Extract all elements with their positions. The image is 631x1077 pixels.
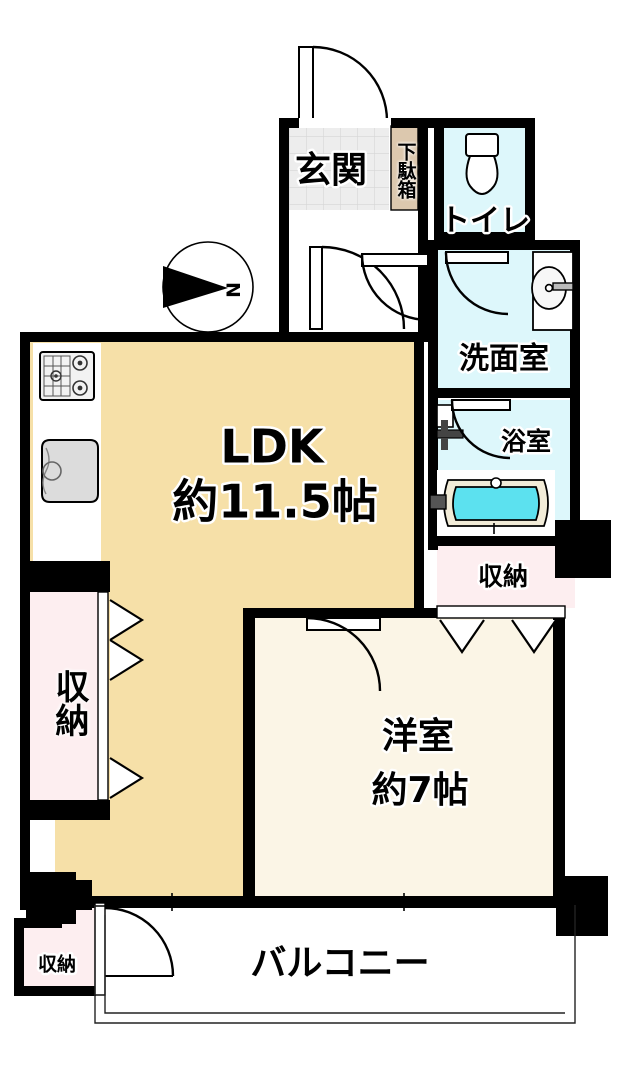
label-storage-right: 収納	[478, 562, 528, 591]
wall-entry-left	[279, 118, 289, 342]
column-right-mid	[555, 520, 611, 578]
toilet-fixture	[465, 133, 499, 195]
storage-bottom-door-arc	[104, 906, 175, 977]
getabako-outline	[390, 125, 419, 211]
balcony-outline	[94, 905, 576, 1024]
storage-right-door-panel[interactable]	[436, 605, 566, 619]
storage-left-chevron-3	[109, 757, 145, 799]
tub-drain-icon	[490, 477, 502, 489]
tub-faucet-icon	[429, 494, 447, 510]
storage-left-floor	[30, 592, 108, 800]
wall-storage-bottom-bot	[14, 986, 96, 996]
wall-toilet-bottom	[434, 232, 535, 242]
label-storage-bottom: 収納	[38, 953, 76, 976]
ldk-floor	[30, 340, 424, 900]
label-balcony: バルコニー	[250, 943, 429, 984]
label-toilet: トイレ	[440, 204, 530, 239]
wall-storage-left-top	[20, 572, 110, 592]
label-ldk-size: 約11.5帖	[172, 475, 378, 529]
wall-ldk-top	[20, 332, 432, 342]
walls	[14, 118, 611, 996]
balcony-floor	[95, 905, 575, 1023]
storage-right-chevron-2	[511, 619, 557, 654]
toilet-bowl-icon	[465, 155, 499, 195]
compass-rose: N	[162, 241, 254, 333]
toilet-tank-icon	[465, 133, 499, 157]
corridor-door-leaf[interactable]	[361, 253, 429, 267]
wall-ldk-right	[414, 332, 424, 618]
wall-bedroom-left	[243, 608, 255, 908]
genkan-step	[287, 210, 444, 232]
label-ldk: LDK	[220, 420, 325, 474]
wall-bedroom-right	[553, 608, 565, 908]
entrance-door-leaf[interactable]	[298, 46, 314, 122]
wall-wet-top	[428, 240, 580, 250]
genkan-floor	[287, 126, 389, 210]
washroom-door-arc	[444, 251, 509, 316]
wall-ldk-left-upper	[20, 332, 30, 582]
wall-storage-left-bottom	[20, 800, 110, 820]
storage-right-floor	[437, 545, 575, 608]
entrance-threshold	[299, 118, 391, 128]
balcony-window-bedroom	[253, 893, 556, 911]
room-labels: 玄関 トイレ 洗面室 浴室 LDK 約11.5帖 洋室 約7帖 収納 収納 バル…	[35, 148, 553, 987]
western-room-floor	[255, 618, 553, 900]
label-bathroom: 浴室	[501, 427, 551, 456]
wall-bedroom-top	[243, 608, 443, 618]
wall-toilet-left	[434, 118, 444, 242]
ldk-door-leaf[interactable]	[309, 246, 323, 330]
wall-entry-right-upper	[418, 118, 428, 234]
ldk-door-arc	[321, 245, 406, 330]
bathroom-door-leaf[interactable]	[451, 399, 511, 411]
wall-storage-bottom-left	[14, 918, 24, 996]
storage-left-chevron-1	[109, 599, 145, 641]
label-washroom: 洗面室	[459, 342, 549, 377]
wall-corridor-right	[418, 232, 428, 342]
faucet-icon	[552, 282, 574, 291]
kitchen-sink-icon	[41, 439, 99, 503]
wall-ldk-left-lower	[20, 810, 30, 910]
bedroom-door-arc	[306, 616, 382, 692]
label-western-room: 洋室	[382, 716, 454, 757]
balcony-inner-outline	[104, 915, 565, 1014]
label-western-room-size: 約7帖	[371, 770, 468, 811]
column-left-bottom	[26, 872, 76, 924]
entrance-door-arc	[312, 45, 389, 122]
storage-left-chevron-2	[109, 639, 145, 681]
storage-left-door-panel[interactable]	[97, 591, 109, 801]
doors-and-windows	[92, 45, 576, 1024]
wall-storage-left-outer	[20, 572, 30, 820]
wall-wet-right	[570, 240, 580, 520]
kitchen-fixtures	[39, 351, 99, 503]
wall-top-entry	[279, 118, 535, 128]
wall-toilet-right	[525, 118, 535, 242]
wash-basin-fixture	[531, 251, 574, 331]
label-genkan: 玄関	[295, 150, 367, 191]
storage-bottom-door-panel[interactable]	[94, 902, 106, 996]
corridor-door-arc	[360, 253, 429, 322]
wall-washroom-bath-divider	[428, 388, 580, 398]
bathroom-door-arc	[450, 399, 511, 460]
column-right-bottom	[556, 876, 608, 936]
compass-north-label: N	[222, 282, 244, 298]
getabako-area	[391, 126, 418, 210]
storage-right-chevron-1	[439, 619, 485, 654]
compass-needle	[163, 266, 228, 308]
tub-water	[452, 486, 540, 521]
wall-bath-bottom	[428, 536, 580, 546]
balcony-window-ldk	[92, 893, 252, 911]
washroom-door-leaf[interactable]	[445, 251, 509, 264]
